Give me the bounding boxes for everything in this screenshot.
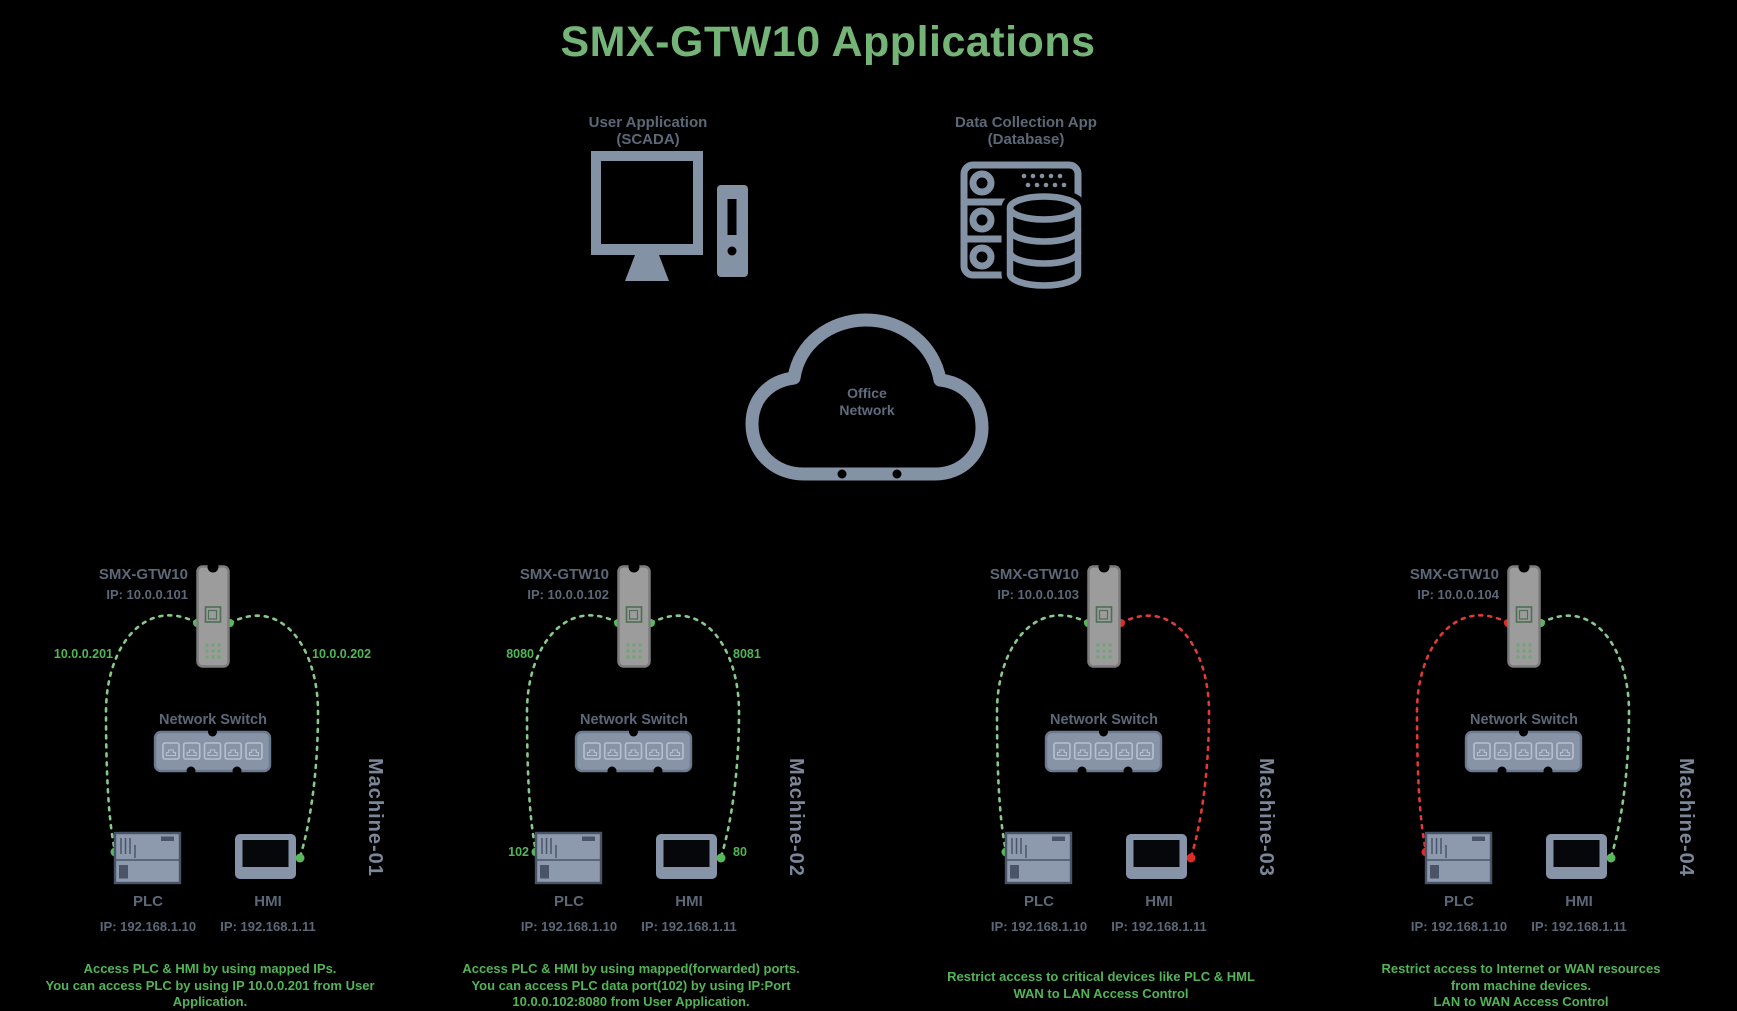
network-switch-icon: [1466, 728, 1581, 776]
gateway-device-icon: [1507, 560, 1541, 668]
plc-icon: [534, 831, 603, 885]
plc-icon: [1004, 831, 1073, 885]
gateway-device-icon: [196, 560, 230, 668]
gateway-device-icon: [617, 560, 651, 668]
plc-icon: [1424, 831, 1493, 885]
machine-03-graphics: [995, 560, 1211, 885]
machine-02-graphics: [525, 560, 741, 885]
network-switch-icon: [576, 728, 691, 776]
user-application-label: User Application (SCADA): [588, 114, 708, 148]
machine-01-graphics: [104, 560, 320, 885]
hmi-icon: [1126, 834, 1187, 879]
hmi-icon: [235, 834, 296, 879]
network-switch-icon: [1046, 728, 1161, 776]
database-server-icon: [960, 161, 1087, 294]
hmi-icon: [1546, 834, 1607, 879]
data-collection-label: Data Collection App (Database): [955, 114, 1097, 148]
network-switch-icon: [155, 728, 270, 776]
hmi-icon: [656, 834, 717, 879]
database-cylinder-icon: [1001, 188, 1087, 294]
machine-04-graphics: [1415, 560, 1631, 885]
page-title: SMX-GTW10 Applications: [560, 18, 1096, 66]
office-network-cloud-icon: [745, 313, 989, 481]
gateway-device-icon: [1087, 560, 1121, 668]
plc-icon: [113, 831, 182, 885]
office-network-label: Office Network: [839, 385, 895, 418]
user-application-icon: [591, 151, 748, 281]
